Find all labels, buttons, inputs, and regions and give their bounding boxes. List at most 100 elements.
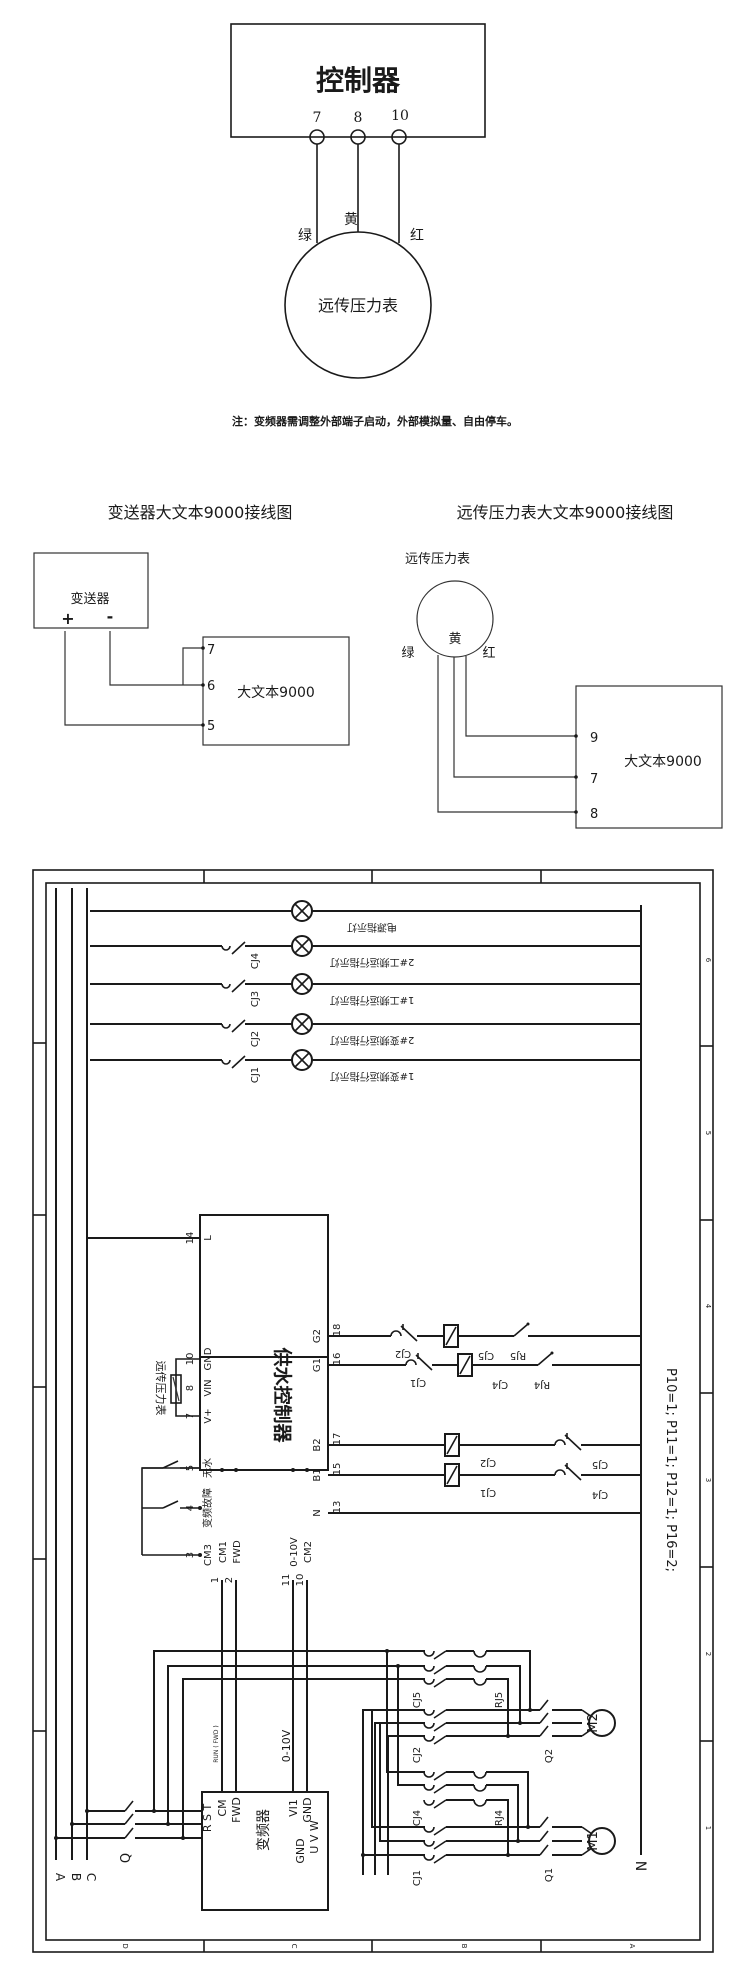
breaker-q1-contact <box>539 1830 549 1842</box>
border-row-6: 6 <box>704 958 712 963</box>
breaker-q2-contact <box>539 1699 549 1711</box>
gauge-wire-yellow <box>453 657 576 778</box>
aux-contact <box>231 1055 246 1069</box>
lamp-label: 电源指示灯 <box>347 921 397 934</box>
wire-label-red: 红 <box>410 228 424 244</box>
controller-pin-name: B2 <box>312 1438 323 1451</box>
gauge-circle <box>416 580 494 658</box>
thermal-element <box>473 1665 487 1673</box>
nc-contact-label: CJ5 <box>592 1459 608 1470</box>
outer-border <box>32 869 714 1953</box>
terminal-10: 10 <box>391 108 409 124</box>
thermal-dot <box>550 1351 554 1355</box>
device-terminal-5: 5 <box>207 719 215 734</box>
contact-arc <box>423 1799 435 1806</box>
lamp-label: 2#变频运行指示灯 <box>330 1034 415 1047</box>
contact-arc <box>423 1826 435 1833</box>
note-text: 注：变频器需调整外部端子启动，外部模拟量、自由停车。 <box>232 414 518 428</box>
contact-label: CJ2 <box>250 1031 261 1047</box>
motor-m2-label: M2 <box>586 1713 601 1733</box>
breaker-q2-contact <box>539 1725 549 1737</box>
supply-controller-box <box>199 1214 329 1471</box>
contact-arc <box>221 945 231 951</box>
breaker-q-label: Q <box>119 1853 134 1863</box>
border-col-a: A <box>628 1944 636 1949</box>
coil-label: CJ4 <box>492 1379 508 1390</box>
vfd-label: 变频器 <box>256 1809 272 1851</box>
wire-plus <box>64 631 203 726</box>
controller-box <box>230 23 486 138</box>
vfd: 变频器 CM FWD VI1 GND R S T GND U V W <box>201 1791 329 1911</box>
controller-pin-num: 1 <box>210 1577 221 1583</box>
thermal-element <box>473 1678 487 1686</box>
main-contact <box>433 1735 447 1745</box>
supply-controller-label: 供水控制器 <box>271 1346 294 1443</box>
controller-pin-name: FWD <box>232 1540 243 1564</box>
controller-pin-name: B1 <box>312 1468 323 1481</box>
thermal-element <box>473 1650 487 1658</box>
junction-dot <box>54 1836 58 1840</box>
junction-dot <box>385 1649 389 1653</box>
contact-label: CJ4 <box>250 953 261 969</box>
thermal-label: RJ5 <box>510 1350 526 1361</box>
device-terminal-7: 7 <box>207 643 215 658</box>
transmitter-label: 变送器 <box>70 591 109 607</box>
switch-vfd-fault <box>162 1500 179 1509</box>
thermal-rj4-label: RJ4 <box>494 1810 505 1826</box>
controller-label: 控制器 <box>316 64 401 97</box>
contactor-cj5-label: CJ5 <box>412 1692 423 1708</box>
thermal-element <box>473 1799 487 1807</box>
power-line <box>182 1678 425 1838</box>
contact-arc <box>390 1330 402 1337</box>
controller-pin-name: GND <box>203 1347 214 1370</box>
controller-pin-num: 14 <box>185 1232 196 1245</box>
indicator-row: CJ4 2#工频运行指示灯 <box>90 935 641 969</box>
lamp-label: 1#工频运行指示灯 <box>330 994 415 1007</box>
controller-pin-name: L <box>203 1235 214 1241</box>
junction-dot <box>305 1468 309 1472</box>
junction-dot <box>361 1853 365 1857</box>
controller-pin-name: VIN <box>203 1379 214 1396</box>
breaker-q1-contact <box>539 1816 549 1828</box>
gauge-diagram: 远传压力表大文本9000接线图 远传压力表 黄 绿 红 大文本9000 9 7 … <box>401 503 723 829</box>
contact-arc <box>423 1840 435 1847</box>
contact-arc <box>423 1678 435 1685</box>
controller-pin-num: 17 <box>332 1433 343 1446</box>
lamp-label: 2#工频运行指示灯 <box>330 956 415 969</box>
contact-arc <box>221 983 231 989</box>
gauge-device-box <box>575 685 723 829</box>
vfd-pin-vi1: VI1 <box>287 1799 300 1817</box>
parameter-settings: P10=1; P11=1; P12=1; P16=2; <box>663 1368 678 1572</box>
contactor-cj2-label: CJ2 <box>412 1747 423 1763</box>
border-row-1: 1 <box>704 1826 712 1830</box>
control-wires: RUN ( FWD ) 0-10V <box>213 1580 308 1792</box>
main-contact <box>433 1840 447 1850</box>
thermal-label: RJ4 <box>534 1379 550 1390</box>
schematic-frame: D C B A 6 5 4 3 2 1 <box>32 869 714 1953</box>
thermal-contact <box>513 1323 529 1337</box>
device-label: 大文本9000 <box>237 685 315 701</box>
breaker-q2-label: Q2 <box>544 1749 555 1763</box>
gauge-wire-red <box>465 656 576 737</box>
junction-dot <box>506 1734 510 1738</box>
contactor-cj1-label: CJ1 <box>412 1870 423 1886</box>
main-contact <box>433 1665 447 1675</box>
power-line <box>153 1650 425 1811</box>
motor-m2-icon <box>588 1709 616 1737</box>
controller-pin-name: N <box>312 1509 323 1516</box>
junction-dot <box>528 1708 532 1712</box>
gauge-device-terminal-7: 7 <box>590 772 598 787</box>
gauge-device-label: 大文本9000 <box>624 754 702 770</box>
border-col-b: B <box>460 1944 468 1949</box>
contact-arc <box>554 1469 566 1476</box>
contact-arc <box>423 1709 435 1716</box>
device-terminal-6: 6 <box>207 679 215 694</box>
junction-dot <box>518 1721 522 1725</box>
